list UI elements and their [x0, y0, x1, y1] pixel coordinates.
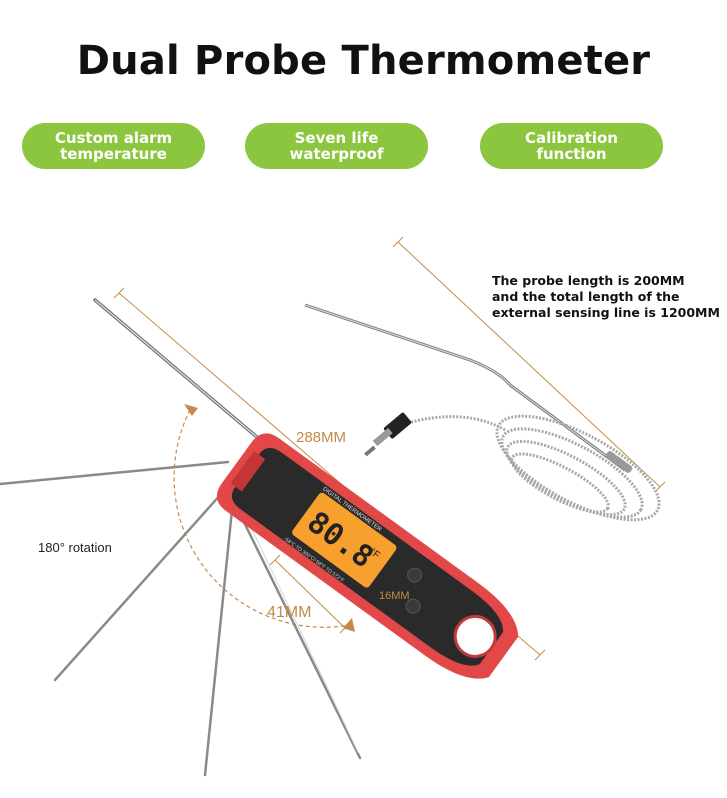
feature-badge-label: Calibration function [525, 129, 618, 163]
external-probe [304, 303, 633, 473]
feature-badge-calibration: Calibration function [480, 123, 663, 169]
length-label: 288MM [296, 429, 347, 446]
thermometer-body: 80.8 °F DIGITAL THERMOMETER -58°C TO 300… [216, 433, 519, 679]
thickness-label: 16MM [379, 590, 410, 602]
main-probe-rod [93, 298, 260, 440]
width-label: 41MM [267, 604, 312, 621]
feature-badge-label: Seven life waterproof [289, 129, 384, 163]
feature-badge-label: Custom alarm temperature [54, 129, 173, 163]
page-title: Dual Probe Thermometer [76, 38, 651, 84]
probe-rotation-positions [0, 460, 362, 777]
width-dimension-line [269, 554, 351, 634]
rotation-arc [173, 404, 355, 632]
feature-badge-alarm: Custom alarm temperature [22, 123, 205, 169]
audio-jack-plug [364, 412, 412, 457]
rotation-label: 180° rotation [38, 540, 112, 555]
braided-cable-coil [390, 414, 661, 522]
probe-length-note: The probe length is 200MM and the total … [492, 273, 720, 320]
feature-badge-waterproof: Seven life waterproof [245, 123, 428, 169]
